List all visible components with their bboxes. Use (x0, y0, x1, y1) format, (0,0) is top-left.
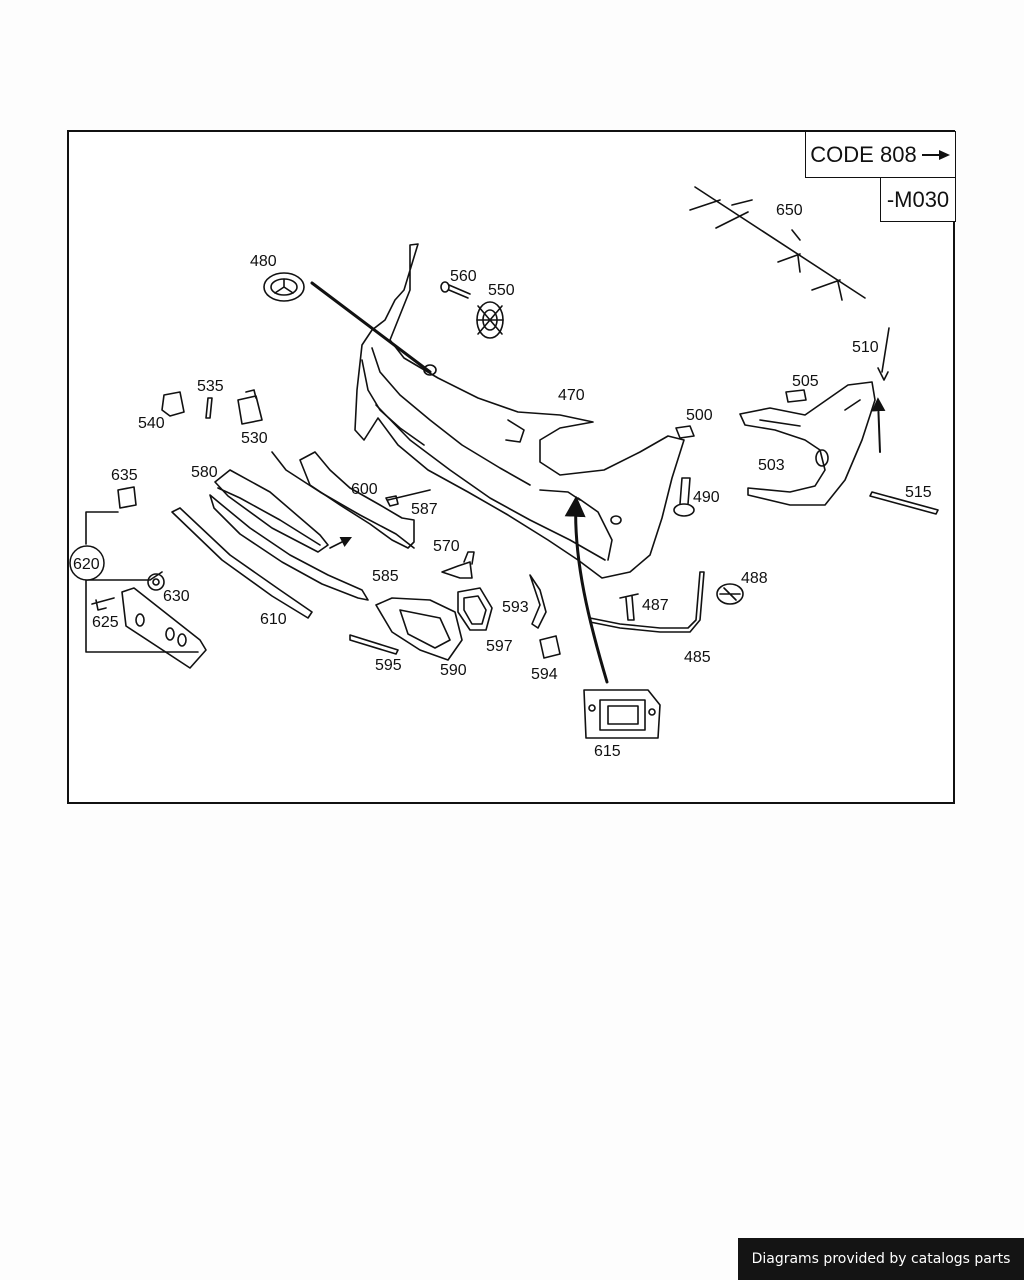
callout-530: 530 (241, 430, 268, 447)
clip-535-part (205, 397, 213, 419)
callout-625: 625 (92, 614, 119, 631)
callout-630: 630 (163, 588, 190, 605)
strip-515-part (869, 491, 939, 515)
callout-594: 594 (531, 666, 558, 683)
callout-540: 540 (138, 415, 165, 432)
bolt-560-part (440, 281, 471, 299)
callout-485: 485 (684, 649, 711, 666)
callout-587: 587 (411, 501, 438, 518)
callout-500: 500 (686, 407, 713, 424)
variant-code: -M030 (886, 186, 950, 212)
callout-550: 550 (488, 282, 515, 299)
screw-625-part (91, 597, 115, 611)
plate-bracket-part (583, 689, 661, 739)
callout-510: 510 (852, 339, 879, 356)
callout-590: 590 (440, 662, 467, 679)
wire-harness-part (689, 186, 866, 301)
callout-505: 505 (792, 373, 819, 390)
fog-lamp-ring-part (457, 587, 493, 631)
callout-560: 560 (450, 268, 477, 285)
diagram-frame (67, 130, 955, 804)
bracket-group-620 (85, 511, 207, 669)
callout-470: 470 (558, 387, 585, 404)
grommet-488-part (716, 583, 744, 605)
callout-580: 580 (191, 464, 218, 481)
pin-570-part (441, 551, 475, 579)
bumper-cover-part (354, 243, 685, 579)
arrow-right-icon (921, 149, 950, 160)
nut-630-part (147, 573, 165, 591)
callout-488: 488 (741, 570, 768, 587)
side-strip-485-part (589, 571, 705, 633)
callout-labels: 470 480 485 487 488 490 500 503 505 510 … (73, 202, 932, 760)
callout-610: 610 (260, 611, 287, 628)
callout-597: 597 (486, 638, 513, 655)
callout-635: 635 (111, 467, 138, 484)
emblem-part (263, 272, 432, 374)
nut-500-part (675, 425, 695, 439)
screw-490-part (673, 477, 695, 517)
lower-strip-610-part (171, 507, 313, 619)
nut-635-part (117, 486, 137, 509)
callout-585: 585 (372, 568, 399, 585)
clip-540-part (161, 391, 185, 417)
code-808-box: CODE 808 (805, 131, 956, 178)
callout-503: 503 (758, 457, 785, 474)
callout-570: 570 (433, 538, 460, 555)
gear-550-part (476, 301, 504, 339)
footer-credit-text: Diagrams provided by catalogs parts (751, 1251, 1011, 1267)
upper-trim-600-part (271, 451, 415, 549)
connector-530-part (237, 389, 263, 425)
variant-code-box: -M030 (880, 177, 956, 222)
footer-credit: Diagrams provided by catalogs parts (738, 1238, 1024, 1280)
pin-510-part (877, 327, 890, 381)
callout-480: 480 (250, 253, 277, 270)
fog-lamp-housing-part (375, 597, 463, 661)
code-label: CODE 808 (810, 141, 917, 167)
callout-620: 620 (73, 556, 100, 573)
trim-593-part (529, 574, 547, 629)
callout-650: 650 (776, 202, 803, 219)
clip-505-part (785, 389, 807, 403)
callout-535: 535 (197, 378, 224, 395)
grille-surround-585-part (209, 494, 369, 601)
callout-600: 600 (351, 481, 378, 498)
strip-595-part (349, 634, 399, 655)
callout-490: 490 (693, 489, 720, 506)
grille-580-part (214, 469, 329, 553)
callout-515: 515 (905, 484, 932, 501)
bumper-exploded-diagram: 470 480 485 487 488 490 500 503 505 510 … (69, 186, 939, 760)
callout-circle-620 (69, 545, 105, 581)
rivet-587-part (385, 489, 431, 507)
callout-593: 593 (502, 599, 529, 616)
screw-487-part (619, 593, 639, 621)
clip-594-part (539, 635, 561, 659)
callout-615: 615 (594, 743, 621, 760)
side-bracket-part (739, 381, 876, 506)
callout-487: 487 (642, 597, 669, 614)
callout-595: 595 (375, 657, 402, 674)
